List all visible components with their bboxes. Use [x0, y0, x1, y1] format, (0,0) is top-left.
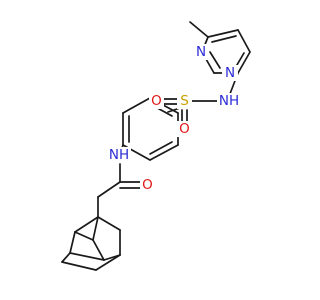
bond-pyr-1-inner: [211, 35, 237, 43]
bond-adam-1: [74, 216, 99, 233]
bond-adam-3: [92, 216, 99, 241]
bond-adam-8: [61, 261, 97, 271]
bond-adam-2: [97, 216, 121, 231]
bond-bz-5: [122, 97, 151, 114]
carbonyl-o-label: O: [142, 177, 153, 193]
amide-nh-label: NH: [109, 147, 129, 163]
molecule-drawing: N N NH S O O NH O: [61, 21, 251, 271]
bonds: [61, 21, 251, 271]
bond-pyr-2: [237, 29, 251, 53]
bond-methyl: [189, 21, 209, 38]
bond-adam-12: [74, 231, 94, 241]
bond-adam-11: [103, 254, 121, 261]
bond-c-ch2: [97, 181, 121, 198]
sulfonyl-o-bottom-label: O: [179, 121, 190, 137]
bond-adam-7: [61, 252, 71, 263]
bond-pyr-5-inner: [209, 51, 221, 69]
structure-canvas: N N NH S O O NH O: [61, 21, 251, 271]
bond-pyr-3: [237, 51, 251, 74]
atom-labels: N N NH S O O NH O: [107, 44, 241, 193]
bond-adam-4: [69, 231, 76, 254]
sulfonyl-o-left-label: O: [151, 93, 162, 109]
bond-bz-2-inner: [149, 141, 173, 155]
bond-adam-9: [95, 254, 121, 271]
bond-adam-10: [69, 252, 105, 261]
sulfonamide-nh-label: NH: [219, 93, 239, 109]
bond-pyr-1: [207, 29, 239, 38]
ring-n-bottom-label: N: [225, 65, 235, 81]
bond-bz-2: [149, 144, 179, 161]
ring-n-top-label: N: [196, 44, 206, 60]
bond-adam-6: [92, 239, 105, 261]
sulfur-label: S: [180, 93, 189, 109]
